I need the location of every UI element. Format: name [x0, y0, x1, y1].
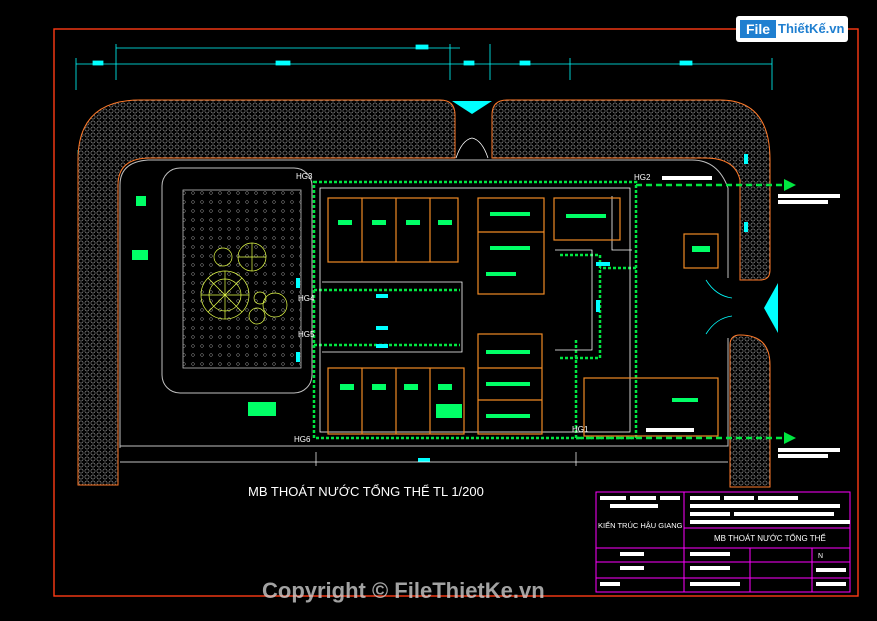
entrance-arrow-right [764, 283, 778, 333]
manhole-label-hg3: HG3 [296, 172, 313, 181]
room-labels [132, 196, 710, 418]
logo-text: ThiếtKế.vn [778, 21, 845, 36]
building-blocks [327, 197, 719, 437]
top-dimension-line [75, 44, 773, 90]
guard-house [683, 233, 719, 269]
perimeter-sidewalk-right [491, 99, 771, 281]
copyright-watermark: Copyright © FileThietKe.vn [262, 578, 545, 603]
manhole-label-hg2: HG2 [634, 173, 651, 182]
title-block-mark-n: N [818, 553, 823, 560]
title-block [595, 491, 851, 593]
gate-right [705, 279, 733, 335]
drawing-frame [53, 28, 859, 597]
bottom-dimension-line [120, 452, 728, 466]
outflow-arrow-top [636, 176, 840, 204]
gate-top [455, 137, 489, 159]
white-drain-lines [319, 187, 632, 433]
garden-area [161, 167, 313, 394]
outflow-arrow-bottom [576, 428, 840, 458]
manhole-label-hg4: HG4 [298, 294, 315, 303]
building-d [477, 333, 543, 435]
drawing-title: MB THOÁT NƯỚC TỔNG THỂ TL 1/200 [248, 484, 484, 499]
garden-inner [182, 189, 302, 369]
perimeter-sidewalk-left [77, 99, 456, 486]
garden-trees [200, 242, 288, 325]
internal-road [119, 159, 729, 448]
entrance-arrow-top [452, 101, 492, 114]
filethietke-logo: File ThiếtKế.vn [736, 16, 848, 42]
title-block-sheet-title: MB THOÁT NƯỚC TỔNG THỂ [714, 534, 826, 543]
manhole-label-hg5: HG5 [298, 330, 315, 339]
building-c [553, 197, 621, 241]
perimeter-sidewalk-bottom-right [729, 334, 771, 488]
title-block-fields [600, 496, 850, 586]
building-a [327, 197, 459, 263]
building-b [477, 197, 545, 295]
title-block-company: KIẾN TRÚC HẬU GIANG [598, 520, 683, 530]
logo-file-mark: File [740, 20, 776, 38]
building-f [583, 377, 719, 437]
inner-dimension-marks [296, 154, 748, 462]
manhole-label-hg6: HG6 [294, 435, 311, 444]
manhole-label-hg1: HG1 [572, 425, 589, 434]
